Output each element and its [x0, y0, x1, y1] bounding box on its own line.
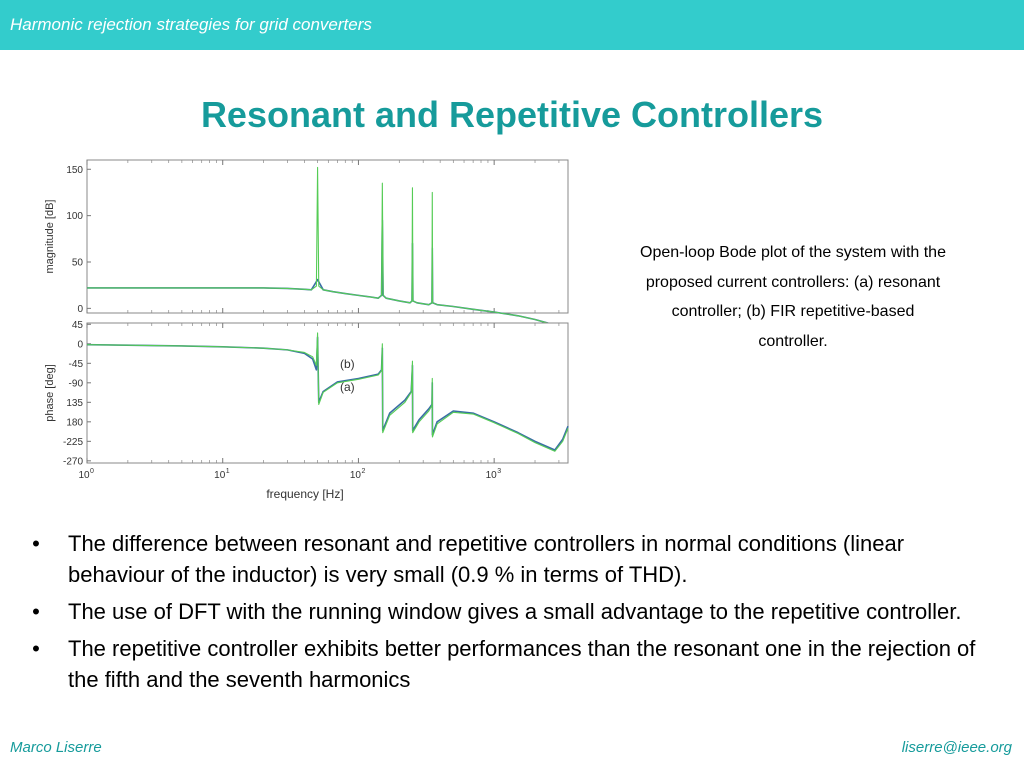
y-tick-label: 50: [72, 258, 84, 269]
series-line-b: [86, 332, 569, 452]
y-tick-label: -90: [69, 378, 84, 389]
series-line-b: [87, 166, 569, 333]
x-tick-label-base: 10: [78, 470, 90, 481]
figure-caption: Open-loop Bode plot of the system with t…: [640, 244, 946, 350]
bullet-item: • The difference between resonant and re…: [26, 528, 1001, 590]
y-tick-label: -270: [63, 456, 83, 467]
series-line-a: [86, 336, 569, 451]
bullet-text: The repetitive controller exhibits bette…: [68, 636, 976, 692]
header-bar: Harmonic rejection strategies for grid c…: [0, 0, 1024, 50]
bullet-list: • The difference between resonant and re…: [26, 528, 1001, 701]
y-tick-label: 150: [66, 165, 83, 176]
y-axis-label: phase [deg]: [44, 364, 56, 422]
y-tick-label: 180: [66, 417, 83, 428]
y-axis-label: magnitude [dB]: [44, 200, 56, 274]
y-tick-label: -225: [63, 437, 83, 448]
x-tick-label-exponent: 2: [361, 468, 365, 475]
x-tick-label-base: 10: [214, 470, 226, 481]
x-tick-label-exponent: 3: [497, 468, 501, 475]
y-tick-label: -45: [69, 359, 84, 370]
bullet-marker: •: [32, 636, 40, 661]
x-tick-label-base: 10: [350, 470, 362, 481]
y-tick-label: 45: [72, 320, 84, 331]
header-title: Harmonic rejection strategies for grid c…: [10, 15, 372, 34]
slide-title: Resonant and Repetitive Controllers: [200, 94, 824, 135]
footer-author: Marco Liserre: [10, 739, 102, 756]
bullet-text: The difference between resonant and repe…: [68, 531, 905, 587]
phase-plot-frame: [86, 322, 569, 464]
bullet-text: The use of DFT with the running window g…: [68, 599, 962, 624]
bullet-marker: •: [32, 531, 40, 556]
annotation-b: (b): [340, 357, 355, 371]
x-tick-label-exponent: 0: [90, 468, 94, 475]
x-tick-label-exponent: 1: [226, 468, 230, 475]
y-tick-label: 100: [66, 211, 83, 222]
bullet-item: • The repetitive controller exhibits bet…: [26, 633, 1001, 695]
annotation-a: (a): [340, 380, 355, 394]
y-tick-label: 0: [77, 304, 83, 315]
bullet-marker: •: [32, 599, 40, 624]
y-tick-label: 0: [77, 339, 83, 350]
y-tick-label: 135: [66, 398, 83, 409]
x-tick-label-base: 10: [486, 470, 498, 481]
footer-email: liserre@ieee.org: [901, 739, 1012, 756]
x-axis-label: frequency [Hz]: [266, 487, 343, 501]
bullet-item: • The use of DFT with the running window…: [26, 596, 1001, 627]
